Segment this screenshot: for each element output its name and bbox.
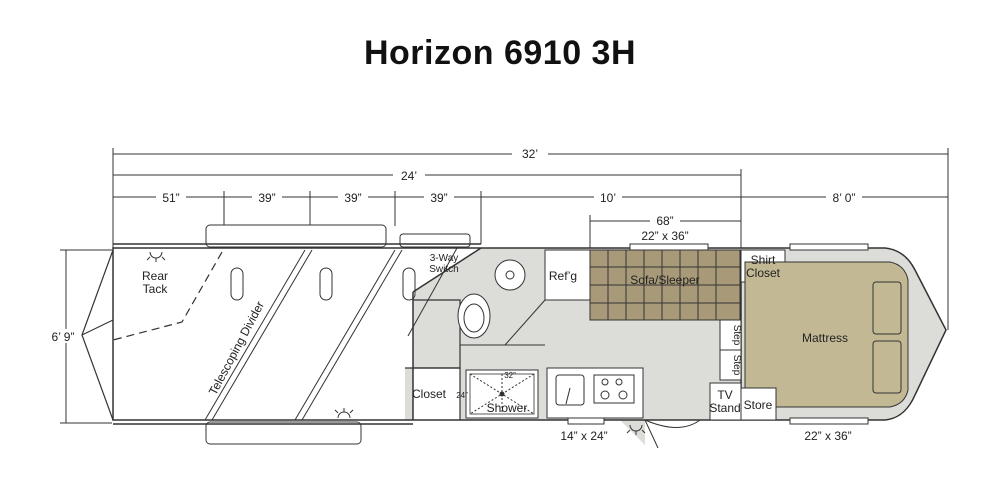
dim-sofa: 68” [656, 214, 673, 228]
label-store: Store [744, 398, 773, 412]
window-bottom: 22” x 36” [804, 429, 851, 443]
page-title: Horizon 6910 3H [363, 34, 637, 72]
label-mattress: Mattress [802, 331, 848, 345]
window-top: 22” x 36” [641, 229, 688, 243]
dim-nose: 8’ 0” [833, 191, 856, 205]
dim-overall: 32’ [522, 147, 538, 161]
label-shower-d: 24” [456, 391, 468, 400]
label-sofa: Sofa/Sleeper [630, 273, 699, 287]
dim-lq: 10’ [600, 191, 616, 205]
dimension-lines: 32’ 24’ 51” 39” 39” 39” 10’ 8’ 0” 68” [42, 146, 949, 424]
dim-stall-3: 39” [344, 191, 361, 205]
label-fridge: Ref’g [549, 269, 577, 283]
label-shower-w: 32” [504, 371, 516, 380]
dim-stall-1: 51” [162, 191, 179, 205]
window-side: 14” x 24” [560, 429, 607, 443]
label-closet: Closet [412, 387, 447, 401]
mattress-area [744, 261, 909, 408]
label-step-2: Step [731, 355, 742, 376]
dim-living: 24’ [401, 169, 417, 183]
light-icon [626, 424, 646, 435]
dim-stall-2: 39” [258, 191, 275, 205]
dim-height: 6’ 9” [52, 330, 75, 344]
label-step-1: Step [731, 325, 742, 346]
trailer-body [81, 224, 947, 449]
label-divider: Telescoping Divider [206, 299, 267, 397]
dim-stall-4: 39” [430, 191, 447, 205]
label-shower: Shower [487, 401, 528, 415]
light-icon [146, 251, 166, 262]
light-icon [334, 408, 354, 419]
